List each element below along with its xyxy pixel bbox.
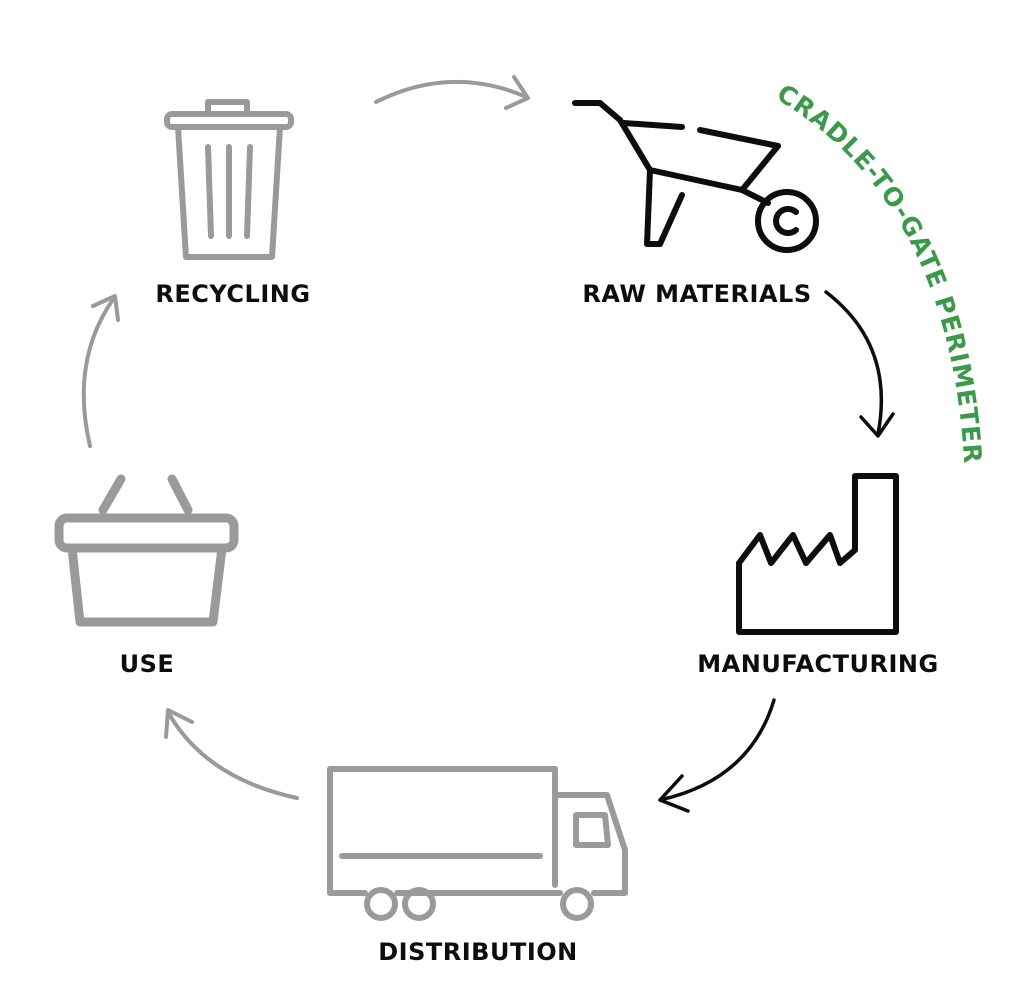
arrow-distribution-to-use: [164, 708, 299, 800]
arrow-manufacturing-to-distribution: [658, 698, 776, 813]
arrow-recycling-to-raw-materials: [374, 75, 530, 110]
trash-can-icon: [164, 99, 294, 260]
arrow-use-to-recycling: [81, 294, 120, 448]
stage-label-manufacturing: MANUFACTURING: [697, 650, 938, 678]
stage-label-recycling: RECYCLING: [155, 280, 310, 308]
stage-label-use: USE: [120, 650, 175, 678]
stage-label-raw-materials: RAW MATERIALS: [582, 280, 811, 308]
shopping-basket-icon: [54, 474, 239, 627]
arrow-raw-materials-to-manufacturing: [824, 290, 895, 438]
factory-icon: [736, 473, 899, 635]
stage-label-distribution: DISTRIBUTION: [378, 938, 578, 966]
truck-icon: [327, 766, 628, 921]
wheelbarrow-icon: [572, 100, 819, 253]
